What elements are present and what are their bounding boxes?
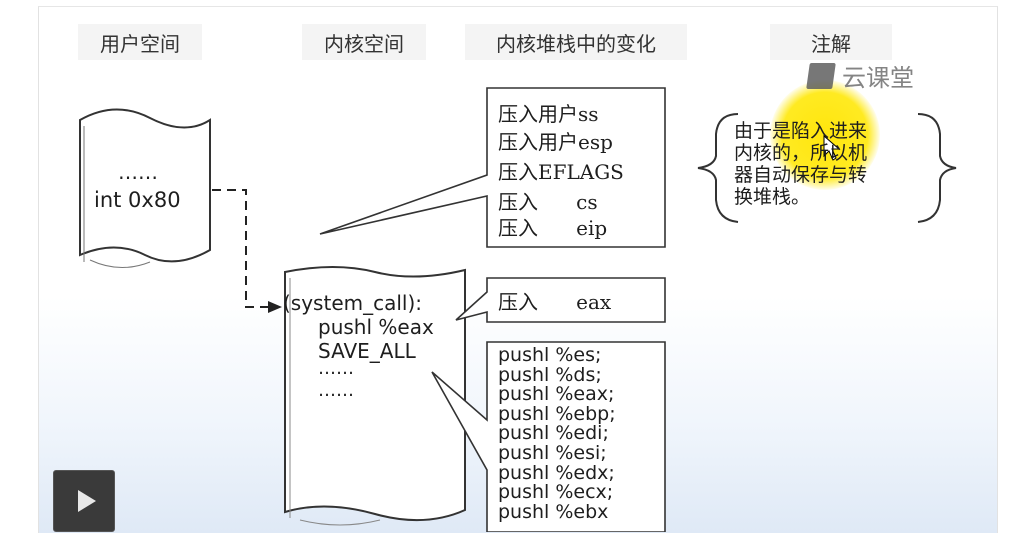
kernel-code-line: SAVE_ALL	[318, 339, 416, 363]
header-kernel-stack-label: 内核堆栈中的变化	[496, 31, 656, 56]
stack-box-3-line: pushl %es;	[498, 344, 602, 366]
kernel-code-line: ……	[318, 380, 354, 401]
annotation-line: 由于是陷入进来	[734, 120, 868, 142]
stack-box-2-frame	[455, 277, 666, 323]
stack-box-1-line: 压入EFLAGS	[498, 160, 624, 184]
play-button[interactable]	[53, 470, 115, 532]
user-code-instruction: int 0x80	[94, 188, 181, 212]
stack-box-2-line: 压入 eax	[498, 290, 612, 314]
stack-box-3-line: pushl %edi;	[498, 422, 609, 445]
header-user-space: 用户空间	[78, 24, 202, 60]
left-brace	[697, 113, 739, 223]
pointer-highlight	[770, 80, 880, 190]
header-notes-label: 注解	[811, 31, 851, 56]
header-user-space-label: 用户空间	[100, 31, 180, 56]
stack-box-1-line: 压入 cs	[498, 190, 598, 214]
watermark-text: 云课堂	[842, 64, 914, 92]
stack-box-3-line: pushl %ecx;	[498, 481, 614, 504]
header-notes: 注解	[770, 24, 892, 60]
header-kernel-space-label: 内核空间	[324, 31, 404, 56]
user-code-dots: ……	[118, 160, 158, 184]
stack-box-3-line: pushl %ds;	[498, 363, 602, 386]
annotation-line: 换堆栈。	[734, 186, 811, 208]
annotation-text: 由于是陷入进来 内核的，所以机 器自动保存与转 换堆栈。	[734, 120, 867, 208]
stack-box-3-line: pushl %edx;	[498, 461, 615, 484]
stack-box-1-frame	[319, 87, 666, 248]
play-icon	[77, 490, 96, 512]
header-kernel-stack-changes: 内核堆栈中的变化	[465, 24, 687, 60]
stack-box-3-line: pushl %eax;	[498, 383, 615, 406]
right-brace	[917, 113, 957, 223]
dashed-connector	[212, 189, 272, 308]
stack-box-3-line: pushl %ebx	[498, 500, 609, 523]
stack-box-1-line: 压入 eip	[498, 216, 608, 240]
annotation-line: 器自动保存与转	[734, 164, 868, 186]
stack-box-3-frame	[431, 341, 666, 532]
watermark: 云课堂	[806, 58, 914, 93]
annotation-line: 内核的，所以机	[734, 142, 868, 164]
cursor-icon	[823, 134, 841, 161]
header-kernel-space: 内核空间	[302, 24, 426, 60]
user-code-scroll	[79, 108, 211, 263]
kernel-code-line: pushl %eax	[318, 315, 434, 339]
stack-box-1-line: 压入用户ss	[498, 102, 599, 126]
kernel-code-line: ……	[318, 358, 354, 379]
stack-box-3-lines: pushl %es; pushl %ds; pushl %eax; pushl …	[498, 344, 616, 523]
kernel-code-line: (system_call):	[283, 291, 423, 315]
stack-box-1-line: 压入用户esp	[498, 130, 613, 154]
stack-box-3-line: pushl %esi;	[498, 441, 607, 464]
stack-box-3-line: pushl %ebp;	[498, 402, 616, 425]
kernel-code-scroll	[284, 266, 466, 522]
